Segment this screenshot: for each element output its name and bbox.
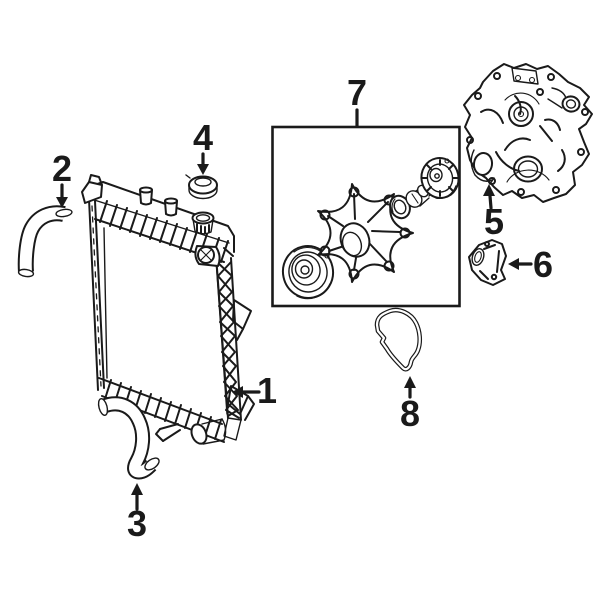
impeller-drawing bbox=[420, 157, 460, 199]
callout-6-label: 6 bbox=[533, 244, 553, 285]
radiator-core-left-edge bbox=[103, 227, 108, 379]
radiator-right-tank-top bbox=[223, 247, 234, 257]
callout-4-label: 4 bbox=[193, 117, 213, 158]
gasket-drawing bbox=[374, 307, 423, 372]
callout-3-label: 3 bbox=[127, 503, 147, 544]
radiator-left-rail-inner bbox=[94, 200, 105, 389]
pulley-drawing bbox=[281, 245, 335, 300]
water-pump-drawing bbox=[317, 183, 414, 283]
callout-7-label: 7 bbox=[347, 72, 367, 113]
callout-3: 3 bbox=[127, 483, 147, 544]
radiator-filler-neck bbox=[191, 211, 215, 235]
callout-5: 5 bbox=[483, 184, 504, 242]
thermostat-housing-drawing bbox=[468, 239, 507, 286]
callout-2-label: 2 bbox=[52, 148, 72, 189]
radiator-top-left-bracket bbox=[81, 174, 103, 204]
radiator-left-rail-outer bbox=[88, 198, 99, 391]
radiator-cap-drawing bbox=[185, 174, 218, 200]
callout-1-label: 1 bbox=[257, 370, 277, 411]
radiator-fork-bracket bbox=[155, 423, 181, 442]
radiator-top-posts bbox=[139, 186, 178, 217]
water-pump-group-box bbox=[271, 125, 461, 308]
upper-hose-drawing bbox=[17, 205, 73, 278]
callout-5-label: 5 bbox=[484, 201, 504, 242]
callout-7: 7 bbox=[347, 72, 367, 128]
radiator-lower-outlet bbox=[190, 418, 227, 445]
lower-hose-drawing bbox=[97, 396, 160, 480]
radiator-top-tank-ribs bbox=[99, 200, 229, 263]
timing-cover-drawing bbox=[463, 63, 593, 203]
callout-2: 2 bbox=[52, 148, 72, 208]
radiator-corner-boss bbox=[194, 245, 221, 267]
callout-4: 4 bbox=[193, 117, 213, 175]
callout-8: 8 bbox=[400, 376, 420, 434]
pump-seal-drawing bbox=[389, 194, 411, 220]
callout-8-label: 8 bbox=[400, 393, 420, 434]
radiator-bottom-corner bbox=[223, 417, 242, 441]
radiator-left-rail-dashes bbox=[91, 205, 102, 387]
callout-1: 1 bbox=[232, 370, 277, 411]
radiator-right-tank-lattice bbox=[216, 261, 240, 419]
callout-6: 6 bbox=[508, 244, 553, 285]
